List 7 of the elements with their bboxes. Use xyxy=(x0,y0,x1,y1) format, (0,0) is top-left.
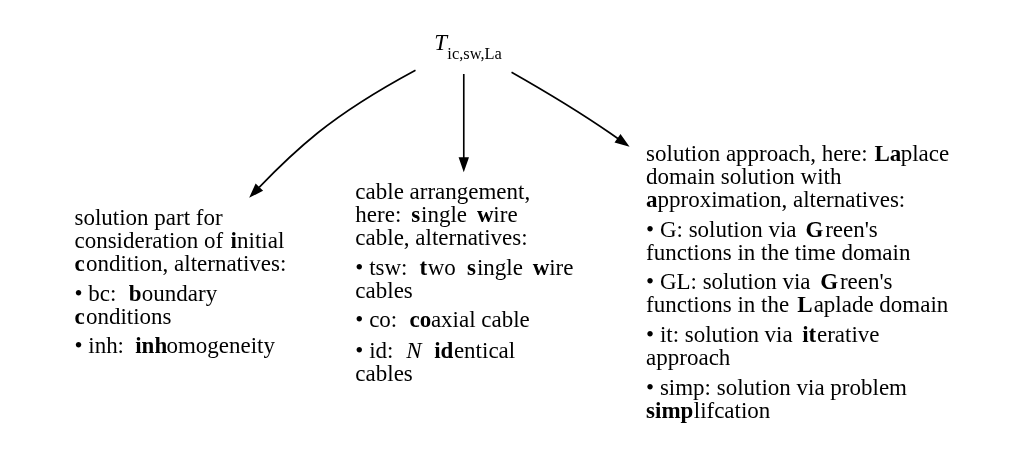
node-text: solution part for consideration of initial condition, alternatives: • bc: boundary conditions • inh: inhomogeneity xyxy=(74,205,287,359)
node-text: solution approach, here: Laplace domain solution with approximation, alternatives: • G: solution via Green's functions in the time domain • GL: solution via Green's functions in the Laplade domain • it: solution via iterative approach • simp: solution via problem simplifcation xyxy=(646,141,950,423)
node-text: T$_{ic,sw,La}$ xyxy=(434,29,502,64)
arrow xyxy=(249,69,417,198)
arrow xyxy=(510,71,630,147)
arrow xyxy=(458,73,469,173)
node-text: cable arrangement, here: single wire cable, alternatives: • tsw: two single wire cables • co: coaxial cable • id: N identical cables xyxy=(355,179,574,387)
